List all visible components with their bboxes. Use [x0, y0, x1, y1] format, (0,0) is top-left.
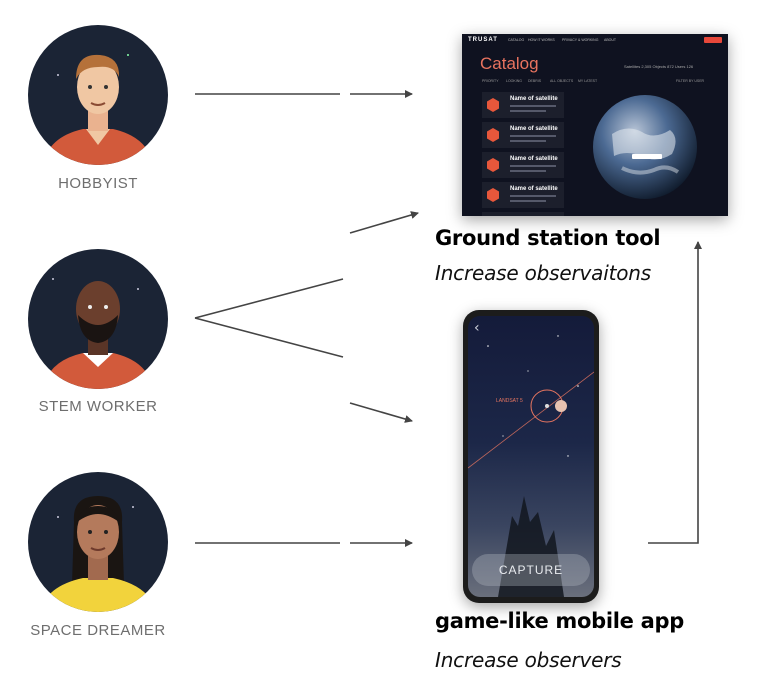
persona-label-space-dreamer: SPACE DREAMER — [30, 622, 166, 639]
satellite-name: Name of satellite — [510, 96, 558, 102]
hobbyist-avatar-icon — [28, 25, 168, 165]
mobile-app-subtitle: Increase observers — [435, 648, 622, 672]
screenshot-satellite-row: Name of satellite — [482, 182, 564, 208]
screenshot-nav-item: ABOUT — [604, 38, 617, 42]
mobile-app-screen: ‹ LANDSAT 5 — [468, 316, 594, 597]
mobile-app-title: game-like mobile app — [435, 609, 684, 633]
screenshot-tab: MY LATEST — [578, 79, 598, 83]
screenshot-satellite-row: Name of satellite — [482, 212, 564, 216]
earth-globe-icon — [593, 95, 697, 199]
screenshot-satellite-row: Name of satellite — [482, 152, 564, 178]
screenshot-nav-item: CATALOG — [508, 38, 525, 42]
screenshot-nav-item: PRIVACY & WORKING — [562, 38, 599, 42]
screenshot-satellite-row: Name of satellite — [482, 92, 564, 118]
screenshot-tab: PRIORITY — [482, 79, 499, 83]
ground-station-subtitle: Increase observaitons — [435, 261, 651, 285]
screenshot-stats: Satellites 2,305 Objects 872 Users 126 — [624, 64, 694, 69]
capture-button[interactable]: CAPTURE — [472, 554, 590, 586]
fork-line-upper — [194, 278, 344, 319]
screenshot-tab: ALL OBJECTS — [550, 79, 574, 83]
mobile-app-phone: ‹ LANDSAT 5 — [463, 310, 599, 603]
screenshot-nav-button — [704, 37, 722, 43]
screenshot-satellite-row: Name of satellite — [482, 122, 564, 148]
screenshot-earth-label — [632, 154, 662, 159]
satellite-tag: LANDSAT 5 — [496, 398, 523, 404]
satellite-hex-icon — [487, 98, 499, 112]
arrow-mobile-to-desktop — [648, 241, 702, 544]
ground-station-title: Ground station tool — [435, 226, 661, 250]
stem-worker-avatar-icon — [28, 249, 168, 389]
persona-label-stem-worker: STEM WORKER — [38, 398, 158, 415]
satellite-name: Name of satellite — [510, 156, 558, 162]
screenshot-page-title: Catalog — [480, 54, 539, 73]
fork-line-lower — [194, 317, 344, 358]
moon-icon — [555, 400, 567, 412]
satellite-hex-icon — [487, 188, 499, 202]
screenshot-filter: FILTER BY USER — [676, 79, 705, 83]
screenshot-navbar: TRUSAT CATALOG HOW IT WORKS PRIVACY & WO… — [462, 34, 728, 48]
sky-stars — [468, 335, 594, 597]
screenshot-nav-item: HOW IT WORKS — [528, 38, 555, 42]
screenshot-logo: TRUSAT — [468, 37, 498, 43]
satellite-trajectory — [468, 371, 594, 469]
arrow-stem-to-desktop — [349, 211, 419, 234]
space-dreamer-avatar-icon — [28, 472, 168, 612]
satellite-name: Name of satellite — [510, 186, 558, 192]
screenshot-tab: DEBRIS — [528, 79, 542, 83]
satellite-hex-icon — [487, 128, 499, 142]
satellite-hex-icon — [487, 158, 499, 172]
satellite-name: Name of satellite — [510, 126, 558, 132]
back-chevron-icon: ‹ — [474, 320, 480, 336]
screenshot-tab: LOOKING — [506, 79, 522, 83]
persona-label-hobbyist: HOBBYIST — [58, 175, 138, 192]
ground-station-screenshot: TRUSAT CATALOG HOW IT WORKS PRIVACY & WO… — [462, 34, 728, 216]
arrow-stem-to-mobile — [349, 402, 413, 423]
